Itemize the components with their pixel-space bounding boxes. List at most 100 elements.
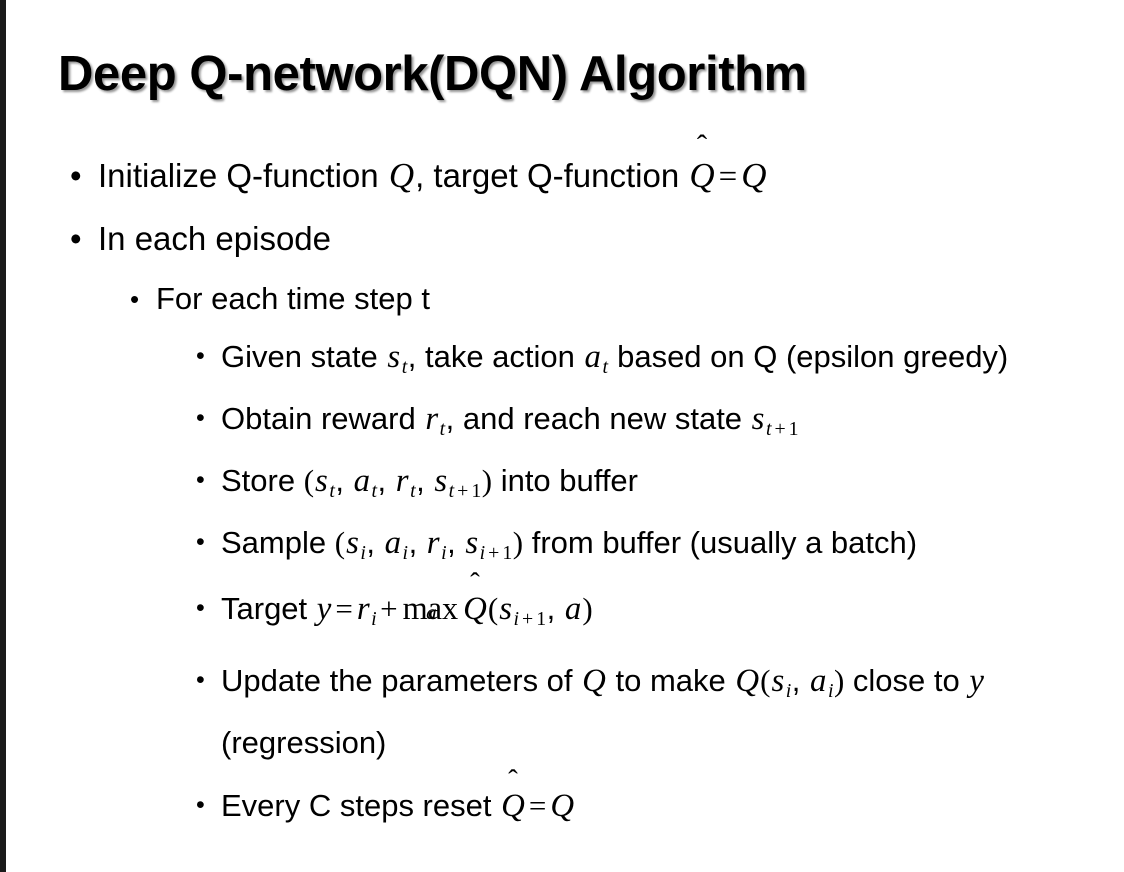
- text-run: close to: [844, 662, 969, 698]
- math-subscript: i: [371, 607, 377, 630]
- math-subscript: t+1: [765, 418, 799, 440]
- math-a: a: [353, 462, 371, 499]
- math-q-base: Q: [501, 787, 525, 824]
- list-item: • Initialize Q-function Q, target Q-func…: [0, 146, 1124, 207]
- math-subscript: t: [371, 479, 378, 502]
- sub-var: i: [479, 541, 486, 564]
- open-paren: (: [487, 590, 499, 626]
- separator: ,: [791, 662, 809, 698]
- separator: ,: [377, 462, 395, 498]
- text-run: Given state: [221, 339, 387, 374]
- list-item: • Store (st, at, rt, st+1) into buffer: [0, 455, 1124, 517]
- separator: ,: [416, 462, 434, 498]
- math-subscript: i+1: [513, 608, 547, 630]
- list-item-text: For each time step t: [156, 281, 430, 316]
- math-q: Q: [741, 156, 767, 195]
- list-item-text: Initialize Q-function Q, target Q-functi…: [98, 146, 1124, 207]
- text-run: (regression): [221, 724, 387, 760]
- bullet-marker: •: [196, 465, 205, 494]
- bullet-marker: •: [196, 403, 205, 432]
- math-subscript: t: [401, 355, 408, 378]
- list-item: • In each episode: [0, 209, 1124, 269]
- close-paren: ): [833, 662, 845, 698]
- math-q: Q: [735, 662, 760, 699]
- math-s: s: [346, 524, 359, 561]
- left-edge-stripe: [0, 0, 6, 872]
- text-run: Update the parameters of: [221, 662, 582, 698]
- list-item-text: Given state st, take action at based on …: [221, 331, 1124, 393]
- text-run: Every C steps reset: [221, 787, 501, 823]
- text-run: , and reach new state: [445, 400, 751, 436]
- text-run: Store: [221, 462, 304, 498]
- list-item-text: Update the parameters of Q to make Q(si,…: [221, 655, 1124, 768]
- separator: ,: [366, 524, 384, 560]
- math-q: Q: [388, 156, 415, 195]
- math-s: s: [315, 462, 328, 499]
- separator: ,: [447, 524, 465, 560]
- math-a: a: [810, 662, 827, 699]
- text-run: into buffer: [492, 462, 638, 498]
- math-subscript: i: [441, 541, 447, 564]
- bullet-marker: •: [130, 284, 140, 314]
- close-paren: ): [512, 524, 524, 560]
- sub-var: t: [448, 479, 455, 502]
- math-q-hat: ̂Q: [688, 146, 715, 206]
- list-item-text: Store (st, at, rt, st+1) into buffer: [221, 455, 1124, 517]
- open-paren: (: [760, 662, 771, 698]
- math-s: s: [751, 400, 765, 437]
- open-paren: (: [334, 524, 346, 560]
- max-underset-variable: a: [426, 600, 437, 625]
- sub-plus: +: [457, 479, 469, 502]
- bullet-marker: •: [196, 593, 205, 622]
- list-item: • Obtain reward rt, and reach new state …: [0, 393, 1124, 455]
- list-item: • For each time step t: [0, 271, 1124, 327]
- math-q-base: Q: [463, 590, 487, 627]
- bullet-marker: •: [196, 665, 205, 694]
- sub-var: t: [765, 417, 772, 440]
- list-item: • Update the parameters of Q to make Q(s…: [0, 655, 1124, 768]
- math-subscript: t+1: [448, 480, 482, 502]
- math-s: s: [499, 590, 513, 627]
- sub-var: i: [513, 607, 520, 630]
- text-run: based on Q (epsilon greedy): [608, 339, 1009, 374]
- math-y: y: [316, 590, 332, 627]
- list-item-text: Every C steps reset ̂Q=Q: [221, 780, 1124, 832]
- list-item-text: In each episode: [98, 220, 332, 257]
- math-subscript: t: [410, 479, 416, 502]
- max-label: max: [402, 589, 459, 626]
- text-run: Obtain reward: [221, 400, 425, 436]
- math-a: a: [564, 590, 582, 627]
- math-subscript: i: [360, 541, 366, 564]
- separator: ,: [546, 590, 564, 626]
- sub-number: 1: [536, 607, 547, 630]
- math-q-hat: ̂Q: [500, 781, 526, 832]
- sub-number: 1: [471, 479, 482, 502]
- text-run: , target Q-function: [415, 157, 689, 194]
- text-run: Initialize Q-function: [98, 157, 388, 194]
- math-a: a: [384, 524, 402, 561]
- math-r: r: [395, 462, 409, 499]
- math-s: s: [434, 462, 448, 499]
- bullet-list: • Initialize Q-function Q, target Q-func…: [0, 146, 1124, 832]
- math-subscript: t: [329, 479, 335, 502]
- sub-number: 1: [788, 417, 799, 440]
- list-item-text: Obtain reward rt, and reach new state st…: [221, 393, 1124, 455]
- bullet-marker: •: [196, 790, 205, 819]
- list-item-text: Sample (si, ai, ri, si+1) from buffer (u…: [221, 517, 1124, 579]
- math-equals: =: [528, 787, 547, 823]
- text-run: Sample: [221, 524, 335, 560]
- math-y: y: [969, 662, 984, 699]
- list-item: • Target y=ri+maxâQ(si+1, a): [0, 583, 1124, 645]
- sub-plus: +: [488, 541, 500, 564]
- bullet-marker: •: [70, 157, 82, 194]
- close-paren: ): [481, 462, 493, 498]
- page-title: Deep Q-network(DQN) Algorithm: [58, 47, 807, 101]
- bullet-marker: •: [70, 220, 82, 257]
- math-a: a: [584, 339, 601, 375]
- math-equals: =: [718, 159, 738, 195]
- sub-number: 1: [502, 541, 513, 564]
- math-q-base: Q: [689, 156, 715, 195]
- bullet-marker: •: [196, 342, 205, 370]
